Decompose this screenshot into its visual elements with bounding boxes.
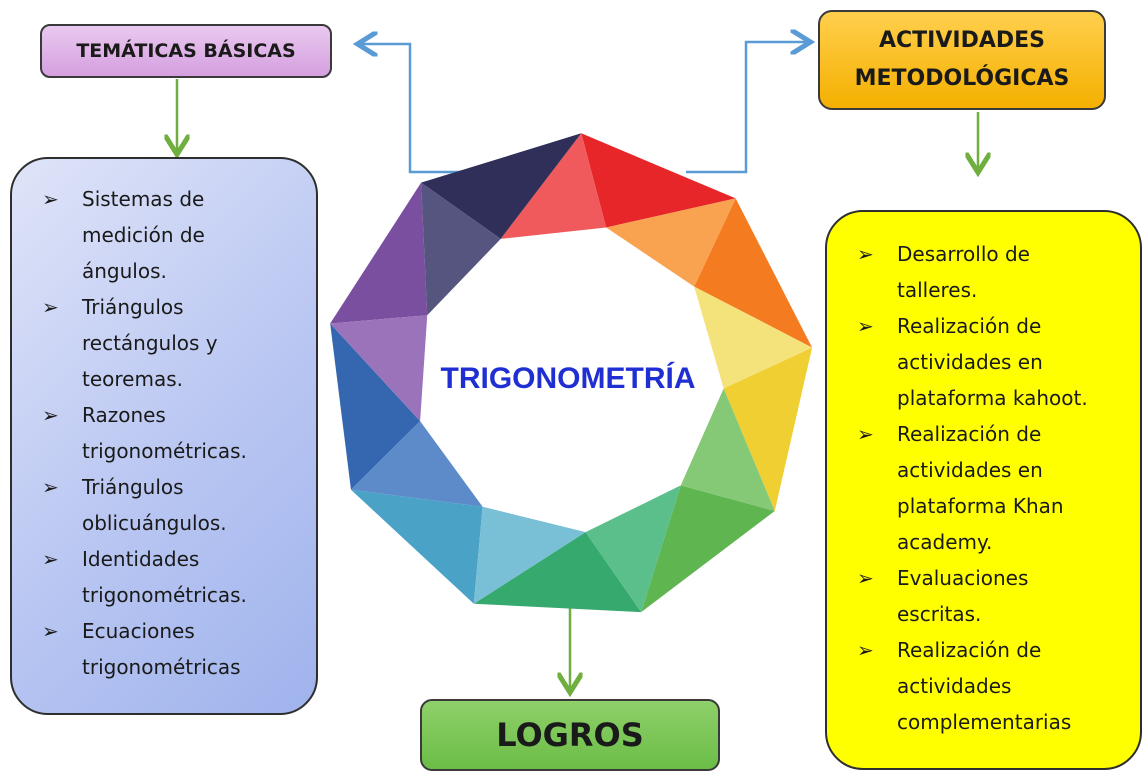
ring-facet bbox=[350, 421, 483, 507]
arrow-bullet-icon: ➢ bbox=[857, 242, 874, 266]
list-item-text: Razones trigonométricas. bbox=[82, 403, 247, 463]
arrow-bullet-icon: ➢ bbox=[42, 187, 59, 211]
tematicas-basicas-title: TEMÁTICAS BÁSICAS bbox=[76, 40, 296, 62]
list-item-text: Triángulos rectángulos y teoremas. bbox=[82, 295, 218, 391]
list-item-text: Realización de actividades en plataforma… bbox=[897, 422, 1064, 554]
list-item-text: Sistemas de medición de ángulos. bbox=[82, 187, 205, 283]
list-item-text: Evaluaciones escritas. bbox=[897, 566, 1029, 626]
arrow-bullet-icon: ➢ bbox=[857, 422, 874, 446]
connector-center-to-tematicas bbox=[360, 44, 470, 174]
list-item: ➢ Sistemas de medición de ángulos. bbox=[42, 181, 278, 289]
list-item-text: Identidades trigonométricas. bbox=[82, 547, 247, 607]
list-item: ➢ Realización de actividades en plataform… bbox=[857, 308, 1107, 416]
list-item-text: Triángulos oblicuángulos. bbox=[82, 475, 227, 535]
actividades-metodologicas-box: ACTIVIDADES METODOLÓGICAS bbox=[818, 10, 1106, 110]
ring-segment bbox=[723, 347, 813, 511]
tematicas-list-panel: ➢ Sistemas de medición de ángulos. ➢ Trián… bbox=[10, 157, 318, 715]
arrow-bullet-icon: ➢ bbox=[42, 619, 59, 643]
arrow-bullet-icon: ➢ bbox=[857, 566, 874, 590]
arrow-bullet-icon: ➢ bbox=[857, 638, 874, 662]
arrow-bullet-icon: ➢ bbox=[42, 403, 59, 427]
list-item: ➢ Ecuaciones trigonométricas bbox=[42, 613, 278, 685]
ring-segment bbox=[330, 323, 421, 490]
logros-box: LOGROS bbox=[420, 699, 720, 771]
actividades-title-line2: METODOLÓGICAS bbox=[854, 66, 1070, 91]
list-item-text: Desarrollo de talleres. bbox=[897, 242, 1030, 302]
list-item: ➢ Realización de actividades complementar… bbox=[857, 632, 1107, 740]
arrow-bullet-icon: ➢ bbox=[42, 547, 59, 571]
ring-facet bbox=[680, 388, 775, 511]
list-item-text: Realización de actividades complementari… bbox=[897, 638, 1072, 734]
connector-center-to-actividades bbox=[686, 42, 808, 174]
ring-facet bbox=[421, 182, 501, 316]
tematicas-basicas-box: TEMÁTICAS BÁSICAS bbox=[40, 24, 332, 78]
diagram-title: TRIGONOMETRÍA bbox=[440, 362, 696, 395]
list-item-text: Realización de actividades en plataforma… bbox=[897, 314, 1088, 410]
arrow-bullet-icon: ➢ bbox=[42, 475, 59, 499]
list-item: ➢ Razones trigonométricas. bbox=[42, 397, 278, 469]
ring-segment bbox=[473, 532, 642, 613]
arrow-bullet-icon: ➢ bbox=[42, 295, 59, 319]
ring-segment bbox=[421, 133, 582, 239]
list-item: ➢ Evaluaciones escritas. bbox=[857, 560, 1107, 632]
list-item-text: Ecuaciones trigonométricas bbox=[82, 619, 241, 679]
ring-facet bbox=[500, 133, 607, 239]
list-item: ➢ Triángulos oblicuángulos. bbox=[42, 469, 278, 541]
ring-segment bbox=[330, 182, 428, 324]
ring-segment bbox=[581, 133, 736, 228]
ring-segment bbox=[641, 485, 775, 613]
ring-segment bbox=[350, 489, 483, 604]
actividades-list-panel: ➢ Desarrollo de talleres. ➢ Realización de… bbox=[825, 210, 1142, 770]
actividades-title-line1: ACTIVIDADES bbox=[879, 28, 1045, 53]
ring-facet bbox=[473, 506, 586, 604]
logros-title: LOGROS bbox=[496, 716, 644, 754]
list-item: ➢ Identidades trigonométricas. bbox=[42, 541, 278, 613]
ring-facet bbox=[694, 286, 813, 389]
ring-facet bbox=[606, 198, 736, 287]
list-item: ➢ Triángulos rectángulos y teoremas. bbox=[42, 289, 278, 397]
ring-facet bbox=[330, 315, 428, 422]
ring-segment bbox=[694, 198, 813, 348]
list-item: ➢ Desarrollo de talleres. bbox=[857, 236, 1107, 308]
ring-facet bbox=[585, 485, 681, 613]
arrow-bullet-icon: ➢ bbox=[857, 314, 874, 338]
list-item: ➢ Realización de actividades en plataform… bbox=[857, 416, 1107, 560]
